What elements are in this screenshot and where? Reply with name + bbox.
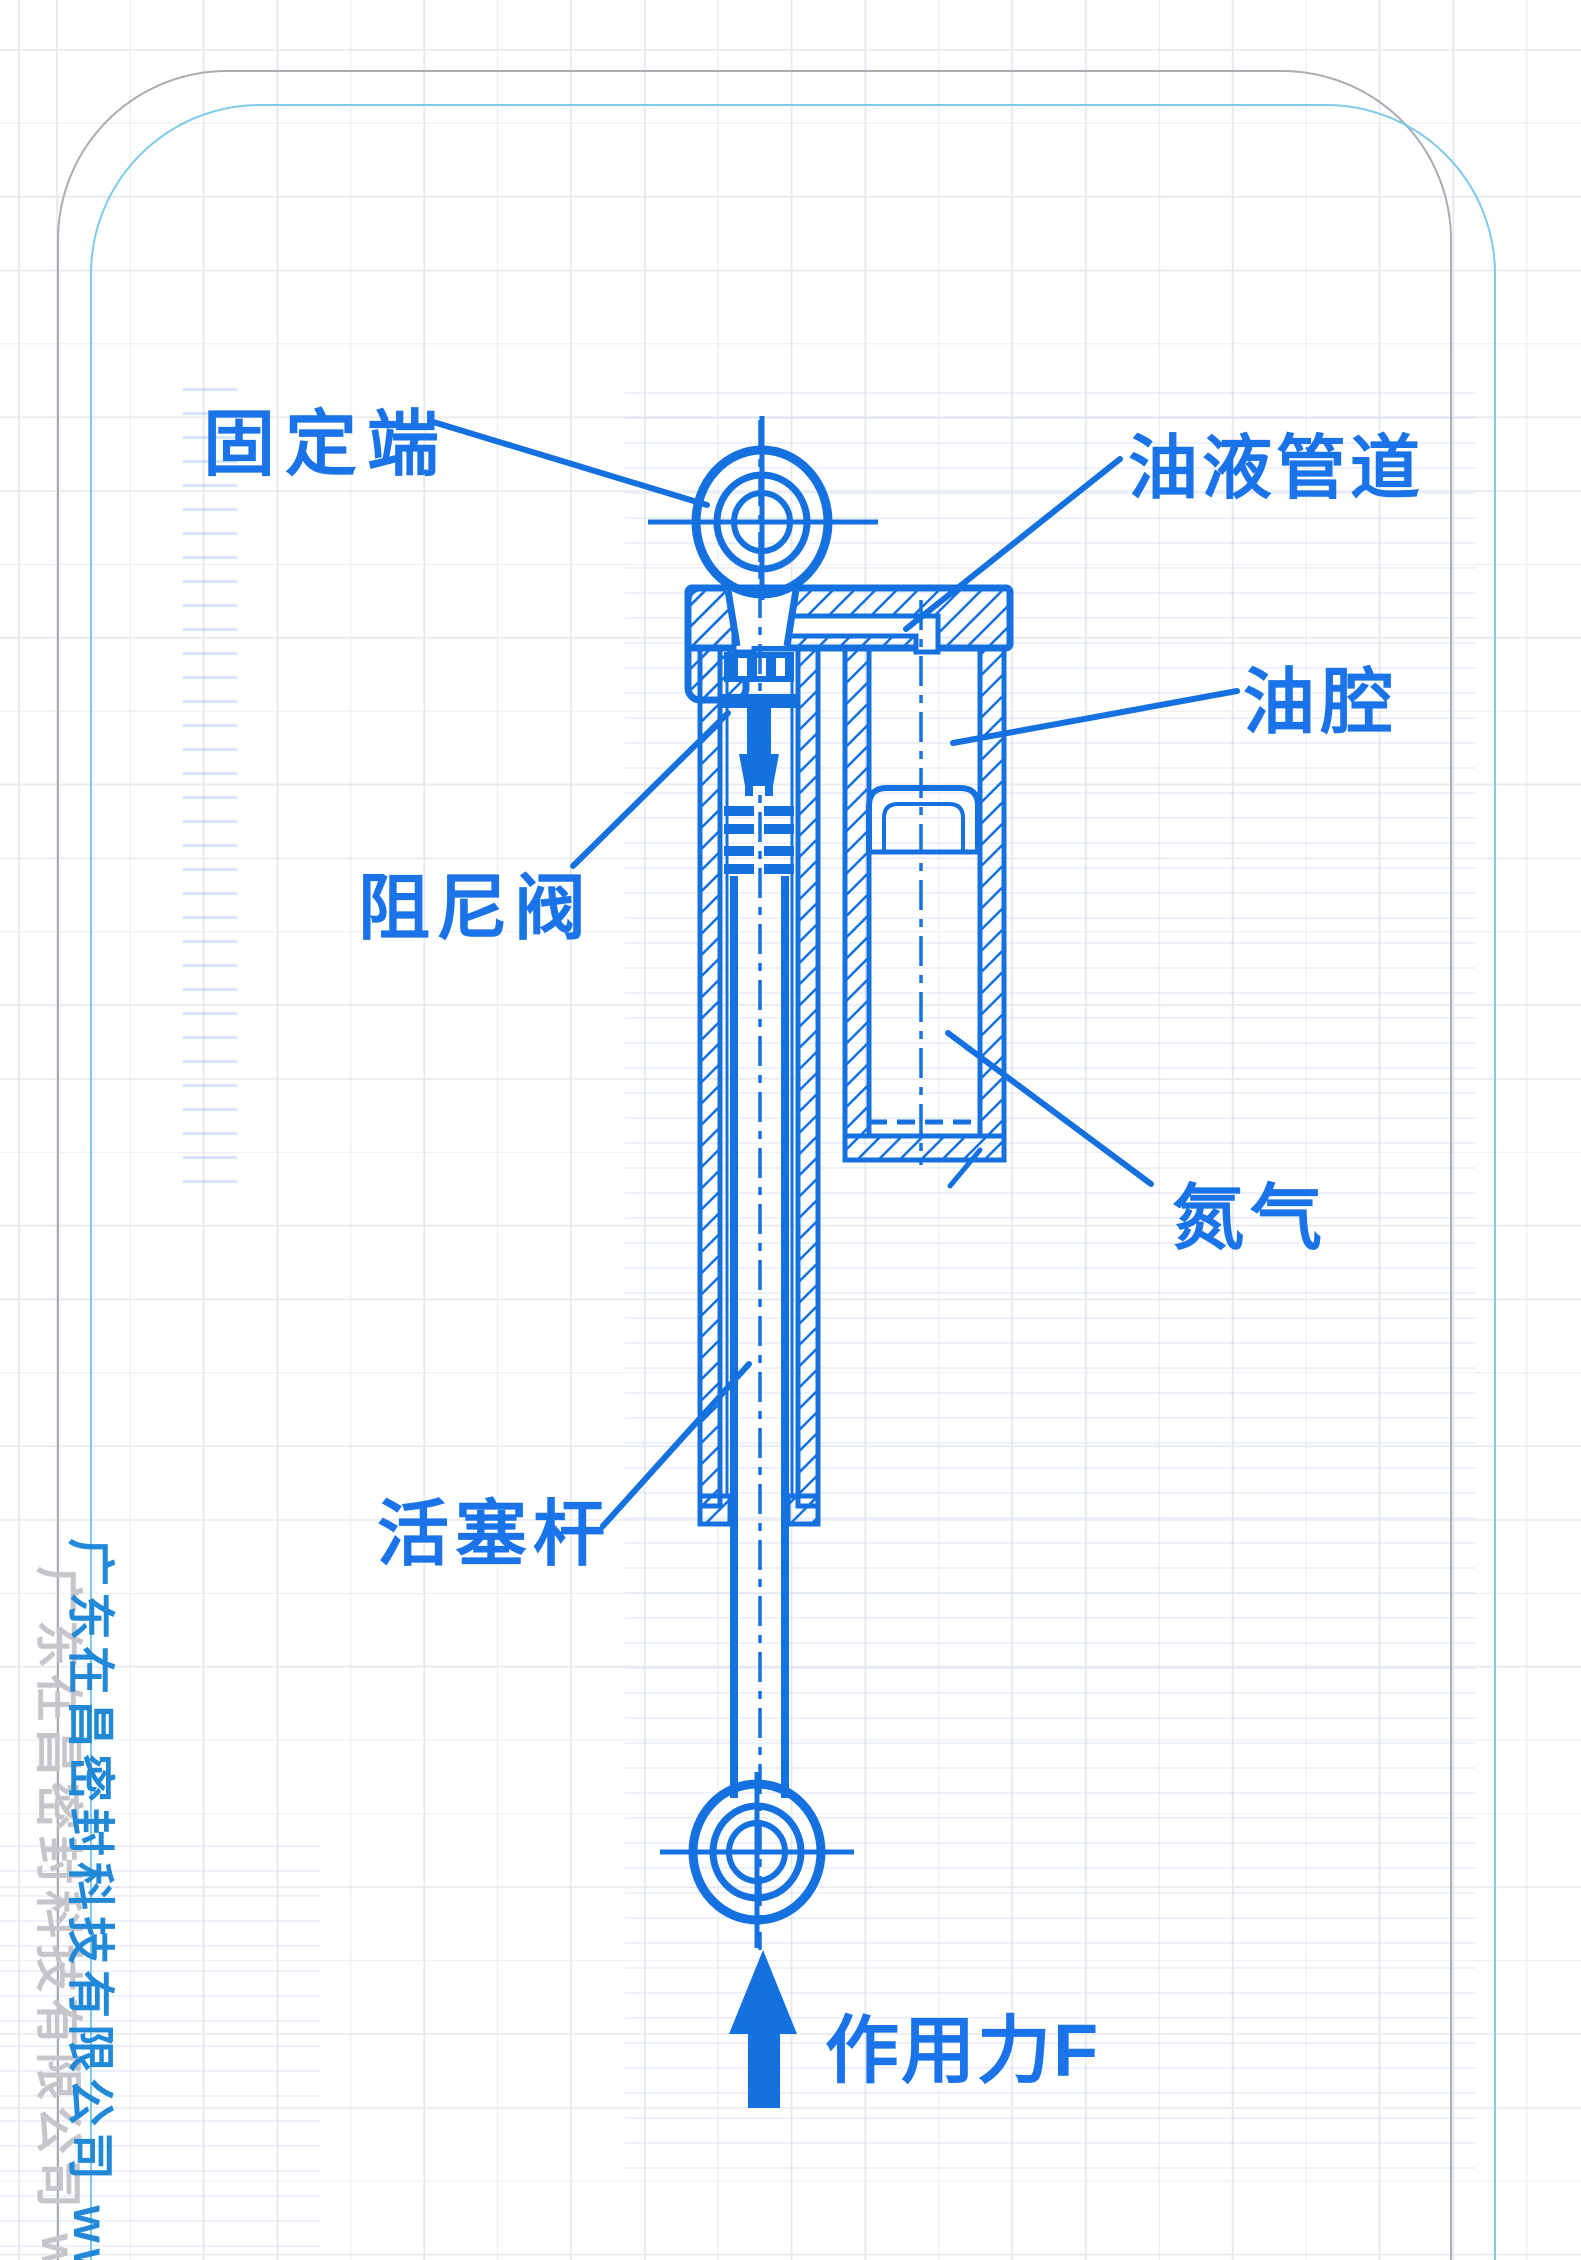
top-eyelet bbox=[648, 416, 878, 600]
piston-rod bbox=[730, 876, 789, 1798]
reservoir-cylinder bbox=[842, 600, 1007, 1165]
leader-fixed-end bbox=[427, 418, 710, 508]
leader-oil-pipe bbox=[903, 456, 1123, 632]
label-piston-rod: 活塞杆 bbox=[377, 1495, 612, 1575]
leader-nitrogen bbox=[945, 1030, 1154, 1187]
leader-oil-chamber bbox=[950, 688, 1240, 746]
label-nitrogen-gas: 氮气 bbox=[1172, 1179, 1329, 1259]
leader-piston-rod bbox=[600, 1361, 752, 1529]
label-oil-pipe: 油液管道 bbox=[1128, 429, 1424, 507]
force-arrow-icon bbox=[729, 1950, 797, 2108]
main-cylinder bbox=[697, 645, 821, 1527]
bottom-eyelet bbox=[660, 1772, 854, 1948]
leader-lines bbox=[427, 418, 1240, 1529]
label-oil-chamber: 油腔 bbox=[1243, 663, 1400, 743]
floating-piston bbox=[866, 785, 981, 855]
leader-nitrogen-tick bbox=[947, 1147, 983, 1189]
leader-damping-valve bbox=[570, 710, 731, 869]
label-fixed-end: 固定端 bbox=[203, 405, 450, 485]
label-damping-valve: 阻尼阀 bbox=[358, 869, 593, 949]
label-applied-force: 作用力F bbox=[825, 2009, 1101, 2092]
